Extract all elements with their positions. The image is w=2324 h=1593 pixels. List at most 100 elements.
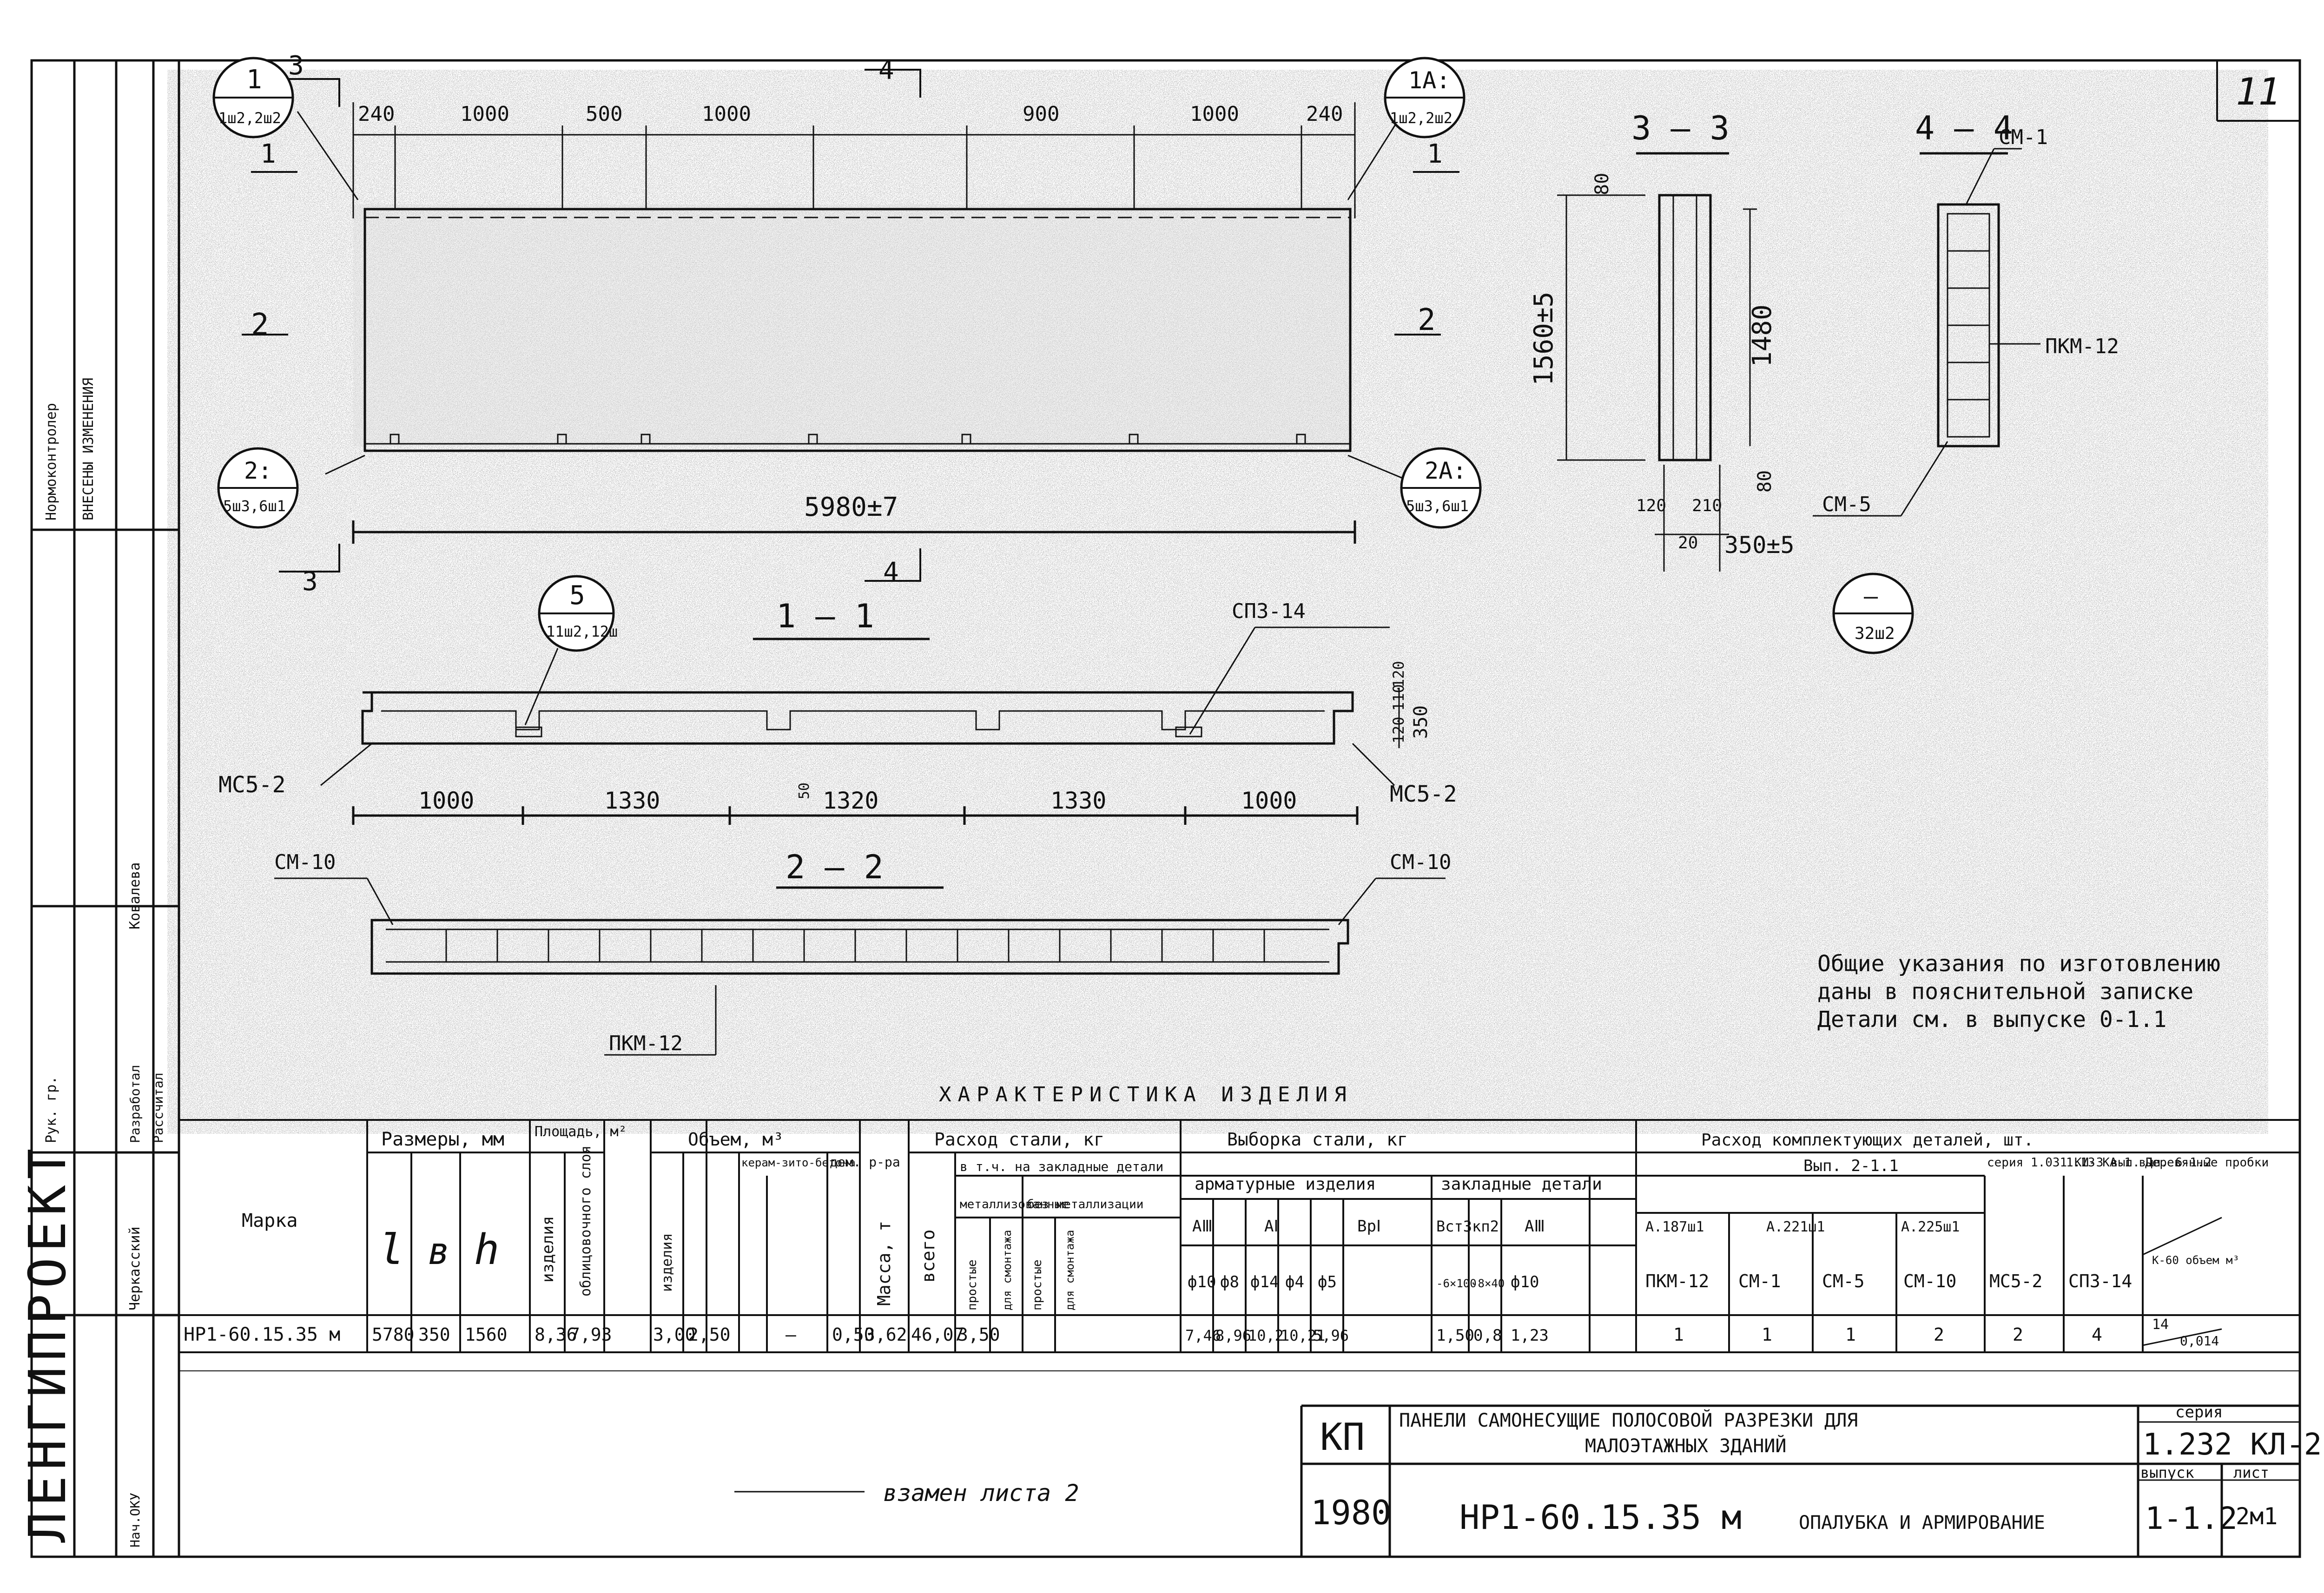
strip-role-3: Рассчитал xyxy=(151,1073,166,1143)
svg-text:ф4: ф4 xyxy=(1285,1273,1304,1291)
svg-text:3,00: 3,00 xyxy=(653,1324,696,1345)
svg-text:закладные детали: закладные детали xyxy=(1441,1175,1602,1194)
svg-text:7,46: 7,46 xyxy=(1185,1327,1221,1344)
svg-text:2:: 2: xyxy=(244,457,272,484)
sec11-dim-4: 1330 xyxy=(1050,787,1106,814)
tb-vzamen: взамен листа 2 xyxy=(883,1480,1079,1507)
svg-text:без металлизации: без металлизации xyxy=(1027,1198,1143,1211)
svg-text:32ш2: 32ш2 xyxy=(1855,624,1895,643)
dim-240-right: 240 xyxy=(1306,102,1343,126)
photocopy-speckle xyxy=(167,70,2268,1134)
sec-mark-2-left: 2 xyxy=(251,308,269,342)
section-1-1-labels: 1 — 1 СП3-14 МС5-2 МС5-2 1000 1330 1320 … xyxy=(218,597,1457,814)
svg-text:АⅢ: АⅢ xyxy=(1192,1217,1213,1236)
strip-name-1: Ковалева xyxy=(127,862,143,930)
section-2-2-title: 2 — 2 xyxy=(786,848,884,886)
sec11-label-right: СП3-14 xyxy=(1232,599,1306,623)
svg-text:СП3-14: СП3-14 xyxy=(2068,1271,2132,1291)
page-number-box: 11 xyxy=(2216,60,2300,122)
note-line-2: даны в пояснительной записке xyxy=(1817,979,2193,1005)
svg-text:46,07: 46,07 xyxy=(911,1324,964,1345)
svg-text:11ш2,12ш: 11ш2,12ш xyxy=(546,623,618,640)
table-header: Марка Размеры, мм l в h Площадь, м² изде… xyxy=(242,1124,2269,1310)
sec11-dim-2: 1330 xyxy=(604,787,660,814)
strip-role-1: Рук. гр. xyxy=(43,1076,59,1144)
svg-text:Расход стали, кг: Расход стали, кг xyxy=(934,1129,1104,1150)
svg-text:серия 1.031 КИ-3 вып. 1: серия 1.031 КИ-3 вып. 1 xyxy=(1987,1156,2154,1170)
sec33-dim-a: 120 xyxy=(1636,496,1666,515)
svg-text:8,96: 8,96 xyxy=(1215,1327,1251,1344)
svg-text:5,96: 5,96 xyxy=(1313,1327,1349,1344)
svg-text:-8×40: -8×40 xyxy=(1471,1277,1505,1290)
callout-m: — 32ш2 xyxy=(1832,573,1914,654)
svg-text:АⅢ: АⅢ xyxy=(1525,1217,1545,1236)
svg-text:НР1-60.15.35 м: НР1-60.15.35 м xyxy=(184,1324,340,1345)
sec11-label-left2: МС5-2 xyxy=(1390,781,1457,807)
svg-text:А.225ш1: А.225ш1 xyxy=(1901,1219,1960,1235)
svg-text:Выборка стали, кг: Выборка стали, кг xyxy=(1227,1129,1408,1150)
characteristics-table xyxy=(179,1119,2301,1371)
svg-text:5780: 5780 xyxy=(372,1324,415,1345)
tb-kp: КП xyxy=(1320,1415,1365,1459)
svg-text:Размеры, мм: Размеры, мм xyxy=(381,1129,504,1150)
callout-2a: 2А: 5ш3,6ш1 xyxy=(1400,447,1482,529)
dim-1000-c: 1000 xyxy=(1190,102,1239,126)
svg-text:1: 1 xyxy=(1762,1324,1772,1345)
section-3-3-labels: 3 — 3 1560±5 1480 80 80 120 210 20 350±5 xyxy=(1529,109,1795,559)
svg-text:1ш2,2ш2: 1ш2,2ш2 xyxy=(218,109,281,127)
sec11-dim-1: 1000 xyxy=(418,787,474,814)
svg-text:А.187ш1: А.187ш1 xyxy=(1645,1219,1704,1235)
svg-text:простые: простые xyxy=(1030,1259,1044,1310)
svg-text:5ш3,6ш1: 5ш3,6ш1 xyxy=(223,497,286,515)
sec44-label-bottom: СМ-5 xyxy=(1822,493,1871,516)
svg-text:Площадь, м²: Площадь, м² xyxy=(535,1124,627,1140)
tb-seriya: 1.232 КЛ-2 xyxy=(2143,1428,2322,1462)
svg-text:0,8: 0,8 xyxy=(1473,1326,1502,1345)
svg-text:5: 5 xyxy=(569,580,585,611)
svg-text:арматурные изделия: арматурные изделия xyxy=(1195,1175,1376,1194)
svg-text:простые: простые xyxy=(965,1259,979,1310)
sec-mark-4-bottom: 4 xyxy=(883,557,899,587)
svg-text:7,93: 7,93 xyxy=(569,1324,612,1345)
section-1-1 xyxy=(320,626,1400,825)
callout-2: 2: 5ш3,6ш1 xyxy=(217,447,299,529)
section-3-3-title: 3 — 3 xyxy=(1631,109,1730,147)
svg-text:ф8: ф8 xyxy=(1220,1273,1239,1291)
svg-text:8,36: 8,36 xyxy=(535,1324,577,1345)
section-2-2 xyxy=(274,877,1446,1056)
svg-text:4: 4 xyxy=(2092,1324,2102,1345)
sec33-height-outer: 1560±5 xyxy=(1529,292,1559,386)
tb-vyp: 1-1.2 xyxy=(2145,1501,2238,1536)
strip-top-2: ВНЕСЕНЫ ИЗМЕНЕНИЯ xyxy=(80,378,97,520)
sec-mark-1-left: 1 xyxy=(260,139,276,169)
title-block-text: КП 1980 ПАНЕЛИ САМОНЕСУЩИЕ ПОЛОСОВОЙ РАЗ… xyxy=(734,1403,2322,1537)
svg-text:в т.ч. на закладные детали: в т.ч. на закладные детали xyxy=(960,1159,1163,1174)
svg-text:1.13 КА-1 вып. 6-1.2: 1.13 КА-1 вып. 6-1.2 xyxy=(2066,1156,2212,1170)
sec33-top-dim: 80 xyxy=(1591,173,1613,195)
strip-name-4: Черкасский xyxy=(127,1226,143,1310)
callout-1a: 1А: 1ш2,2ш2 xyxy=(1384,57,1466,138)
svg-text:К-60 объем м³: К-60 объем м³ xyxy=(2152,1254,2239,1267)
svg-text:СМ-5: СМ-5 xyxy=(1822,1271,1865,1291)
strip-role-2: Разработал xyxy=(127,1065,143,1143)
svg-text:—: — xyxy=(1864,583,1878,610)
tb-desc2: МАЛОЭТАЖНЫХ ЗДАНИЙ xyxy=(1585,1435,1786,1457)
sec33-dim-c: 20 xyxy=(1678,533,1698,553)
svg-text:дем. р-ра: дем. р-ра xyxy=(830,1154,900,1170)
svg-text:Деревянные пробки: Деревянные пробки xyxy=(2145,1156,2269,1170)
svg-text:для смонтажа: для смонтажа xyxy=(1001,1230,1014,1310)
svg-text:14: 14 xyxy=(2152,1317,2169,1333)
tb-year: 1980 xyxy=(1311,1493,1391,1532)
section-3-3 xyxy=(1557,152,1757,572)
section-4-4-labels: 4 — 4 СМ-1 ПКМ-12 СМ-5 xyxy=(1822,109,2119,516)
svg-text:А.221ш1: А.221ш1 xyxy=(1766,1219,1825,1235)
sec11-h-c: 120 xyxy=(1390,717,1407,744)
svg-text:изделия: изделия xyxy=(659,1233,675,1292)
svg-text:для смонтажа: для смонтажа xyxy=(1063,1230,1076,1310)
tb-list-lbl: лист xyxy=(2233,1464,2269,1481)
svg-text:0,50: 0,50 xyxy=(832,1324,875,1345)
svg-text:1: 1 xyxy=(1845,1324,1856,1345)
org-name: ЛЕНГИПРОЕКТ xyxy=(18,1143,77,1543)
overall-length: 5980±7 xyxy=(804,492,898,522)
